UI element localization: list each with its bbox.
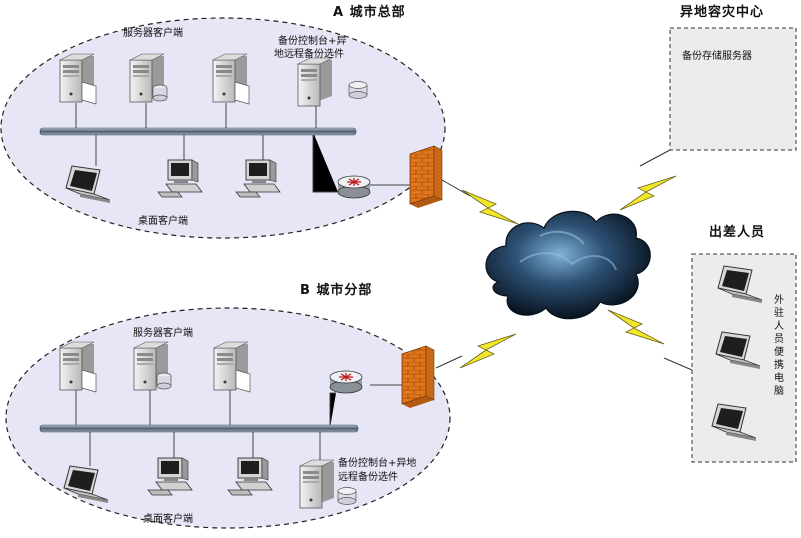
- site-b-lan-boundary: [5, 307, 451, 529]
- dr-center-group: 异地容灾中心 备份存储服务器: [669, 4, 797, 151]
- site-a-backup-console-label-line1: 备份控制台+异: [278, 34, 346, 47]
- site-b-firewall-icon: [401, 345, 435, 409]
- dr-center-server-label: 备份存储服务器: [682, 49, 752, 62]
- travel-vertical-char-4: 员: [774, 333, 784, 345]
- site-a-server-1-icon: [60, 54, 96, 104]
- dr-center-title: 异地容灾中心: [680, 4, 764, 20]
- site-b-backup-console-label-line1: 备份控制台+异地: [338, 456, 416, 469]
- site-a-server-clients-label: 服务器客户端: [123, 26, 183, 39]
- travel-vertical-char-1: 外: [774, 294, 784, 306]
- site-b-backup-database-icon: [337, 487, 357, 505]
- site-b-title: B 城市分部: [300, 282, 372, 298]
- site-b-router-icon: [329, 370, 363, 394]
- internet-cloud-icon: [485, 210, 651, 320]
- dr-center-wan-bolt-icon: [619, 175, 677, 211]
- travel-vertical-char-3: 人: [774, 320, 784, 332]
- dr-center-box: [669, 27, 797, 151]
- site-b-backup-console-label-line2: 远程备份选件: [338, 470, 398, 483]
- site-b-network-bus: [39, 424, 359, 433]
- travel-vertical-char-6: 携: [774, 358, 784, 371]
- site-a-wan-bolt-icon: [461, 189, 519, 225]
- site-b-firewall-to-cloud-link: [435, 355, 463, 369]
- site-a-network-bus: [39, 127, 357, 136]
- site-b-server-clients-label: 服务器客户端: [133, 326, 193, 339]
- travel-vertical-char-7: 电: [774, 371, 784, 384]
- travel-vertical-char-8: 脑: [774, 384, 784, 397]
- travel-group: 出差人员 外 驻 人 员 便 携 电 脑: [691, 224, 797, 463]
- site-a-server-3-icon: [213, 54, 249, 104]
- site-b-server-3-icon: [214, 342, 250, 392]
- site-a-router-icon: [337, 175, 371, 199]
- site-a-backup-database-icon: [348, 81, 368, 99]
- site-a-drop-lines: [75, 103, 410, 193]
- site-a-server-2-icon: [130, 54, 167, 102]
- site-b-desktop-clients-label: 桌面客户端: [143, 512, 193, 525]
- site-a-title: A 城市总部: [333, 4, 406, 20]
- site-b-group: B 城市分部 服务器客户端 备份控制台+异地 远程备份选件 桌面客户端: [5, 282, 451, 529]
- travel-title: 出差人员: [709, 224, 765, 240]
- site-b-wan-bolt-icon: [459, 333, 517, 369]
- travel-link: [663, 357, 693, 371]
- site-a-firewall-to-cloud-link: [441, 179, 471, 197]
- travel-wan-bolt-icon: [607, 309, 665, 345]
- site-a-group: A 城市总部 服务器客户端 备份控制台+异 地远程备份选件 桌面客户端: [0, 4, 446, 239]
- site-b-server-2-icon: [134, 342, 171, 390]
- travel-vertical-char-5: 便: [774, 345, 784, 358]
- site-a-backup-console-label-line2: 地远程备份选件: [274, 47, 344, 60]
- site-a-desktop-clients-label: 桌面客户端: [138, 214, 188, 227]
- travel-vertical-char-2: 驻: [774, 306, 784, 319]
- site-b-server-1-icon: [60, 342, 96, 392]
- site-a-firewall-icon: [409, 145, 443, 209]
- travel-vertical-label: 外 驻 人 员 便 携 电 脑: [774, 294, 784, 397]
- dr-center-link: [639, 149, 671, 167]
